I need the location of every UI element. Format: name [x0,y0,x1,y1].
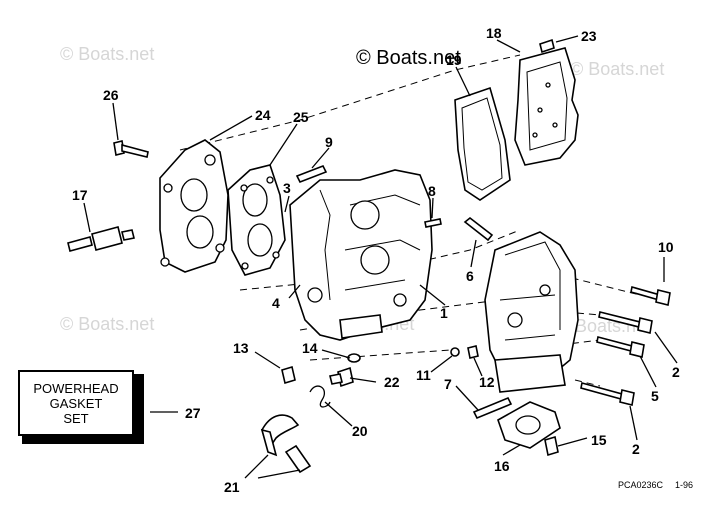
cylinder-head [159,139,229,273]
small-pin [424,218,442,228]
callout-13: 13 [233,340,249,356]
crankcase-bolt-10 [630,285,671,306]
callout-7: 7 [444,376,452,392]
leader-lines [83,35,678,479]
callout-10: 10 [658,239,674,255]
callout-15: 15 [591,432,607,448]
check-valve [467,345,479,359]
callout-26: 26 [103,87,119,103]
cylinder-block [289,169,433,341]
crankcase-bolt-2-upper [598,311,653,334]
cover-screw [539,38,555,54]
callout-16: 16 [494,458,510,474]
watermark-left-mid: © Boats.net [60,314,154,334]
callout-4: 4 [272,295,280,311]
gasket-set-label: POWERHEAD GASKET SET [18,370,134,436]
dowel-pin [295,164,328,184]
hose-clamp [309,385,331,408]
watermark-left-top: © Boats.net [60,44,154,64]
callout-23: 23 [581,28,597,44]
callout-14: 14 [302,340,318,356]
callout-12: 12 [479,374,495,390]
assembly-line-top [179,54,521,151]
callout-20: 20 [352,423,368,439]
head-gasket [227,164,286,276]
cover-gasket [454,86,511,201]
gasket-set-box-side [134,374,144,438]
assembly-line-mid [239,229,521,291]
bypass-cover [497,401,561,449]
callout-6: 6 [466,268,474,284]
crankcase-bolt-2-lower [580,382,635,406]
callout-24: 24 [255,107,271,123]
callout-3: 3 [283,180,291,196]
callout-2-lower: 2 [632,441,640,457]
crankcase-half [484,231,579,393]
cover-screw-15 [544,435,559,457]
cover-plate [514,47,579,166]
callout-11: 11 [416,367,431,383]
gasket-set-box: POWERHEAD GASKET SET [18,370,148,446]
bolt-assembly-lines [559,274,641,387]
spark-plug [67,226,135,252]
callout-22: 22 [384,374,400,390]
callout-19: 19 [446,52,462,68]
crankcase-bolt-5 [596,336,645,358]
gasket-set-box-bottom [22,436,144,444]
rod [472,396,513,420]
hoses [260,414,312,474]
callout-8: 8 [428,183,436,199]
hose-fitting [329,366,354,388]
callout-21: 21 [224,479,240,495]
head-bolt [113,140,149,158]
assembly-line-bottom [309,349,451,361]
drain-plug [281,365,296,385]
callout-1: 1 [440,305,448,321]
callout-2-upper: 2 [672,364,680,380]
drawing-id: PCA0236C [618,480,664,490]
callout-5: 5 [651,388,659,404]
drawing-date: 1-96 [675,480,693,490]
watermark-top: © Boats.net [356,47,461,69]
o-ring [450,347,460,357]
tube [463,216,494,242]
callout-17: 17 [72,187,88,203]
callout-27: 27 [185,405,201,421]
callout-25: 25 [293,109,309,125]
callout-18: 18 [486,25,502,41]
callout-9: 9 [325,134,333,150]
watermark-right-top: © Boats.net [570,59,664,79]
